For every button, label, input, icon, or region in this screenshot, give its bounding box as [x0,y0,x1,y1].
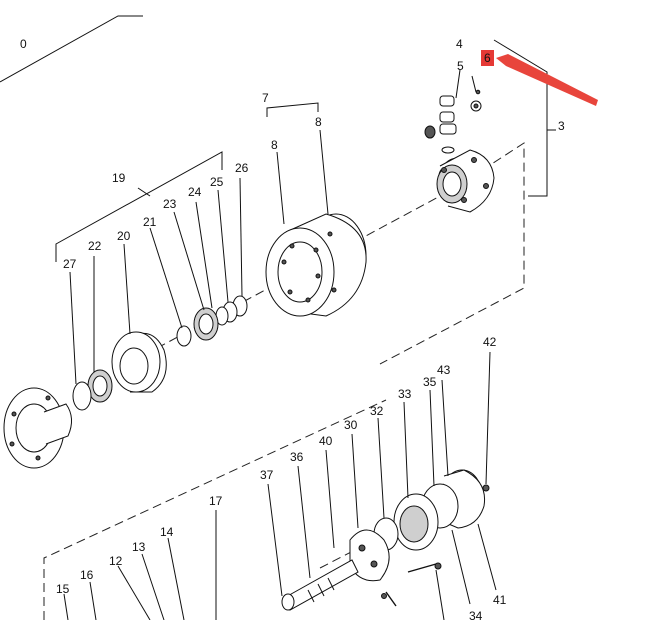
callout-5: 5 [457,59,464,73]
callout-25: 25 [210,175,224,189]
callout-20: 20 [117,229,131,243]
pointer-arrow [496,54,598,106]
callout-16: 16 [80,568,94,582]
highlight-box [481,50,494,66]
drum-part-8 [265,213,367,317]
callout-14: 14 [160,525,174,539]
callout-36: 36 [290,450,304,464]
callout-19: 19 [112,171,126,185]
group-3-bracket [493,39,556,197]
callout-42: 42 [483,335,497,349]
callout-33: 33 [398,387,412,401]
callout-17: 17 [209,494,223,508]
group-7-bracket [266,102,319,117]
motor-housing-assembly [424,69,495,213]
callout-6: 6 [484,51,491,65]
group-0-bracket [0,15,143,83]
callout-13: 13 [132,540,146,554]
bearing-parts-22-27 [72,369,113,411]
callout-7: 7 [262,91,269,105]
callout-24: 24 [188,185,202,199]
callout-32: 32 [370,404,384,418]
highlight-marker [481,50,598,106]
callout-34: 34 [469,609,483,620]
callout-21: 21 [143,215,157,229]
hub-part-20 [111,331,167,393]
output-flange [3,387,72,469]
callout-43: 43 [437,363,451,377]
callout-0: 0 [20,37,27,51]
callout-15: 15 [56,582,70,596]
callout-37: 37 [260,468,274,482]
callout-labels: 0 3 4 5 6 7 8 8 19 20 21 22 23 24 25 26 … [20,37,565,620]
callout-12: 12 [109,554,123,568]
callout-27: 27 [63,257,77,271]
callout-8-right: 8 [315,115,322,129]
callout-41: 41 [493,593,507,607]
group-lower-bracket [43,399,387,620]
leader-lines [63,129,497,620]
callout-3: 3 [558,119,565,133]
planetary-assembly [281,469,490,611]
callout-8-left: 8 [271,138,278,152]
group-19-bracket [55,151,223,262]
callout-4: 4 [456,37,463,51]
bearing-set [176,295,248,347]
callout-40: 40 [319,434,333,448]
callout-30: 30 [344,418,358,432]
callout-23: 23 [163,197,177,211]
callout-26: 26 [235,161,249,175]
callout-22: 22 [88,239,102,253]
callout-35: 35 [423,375,437,389]
